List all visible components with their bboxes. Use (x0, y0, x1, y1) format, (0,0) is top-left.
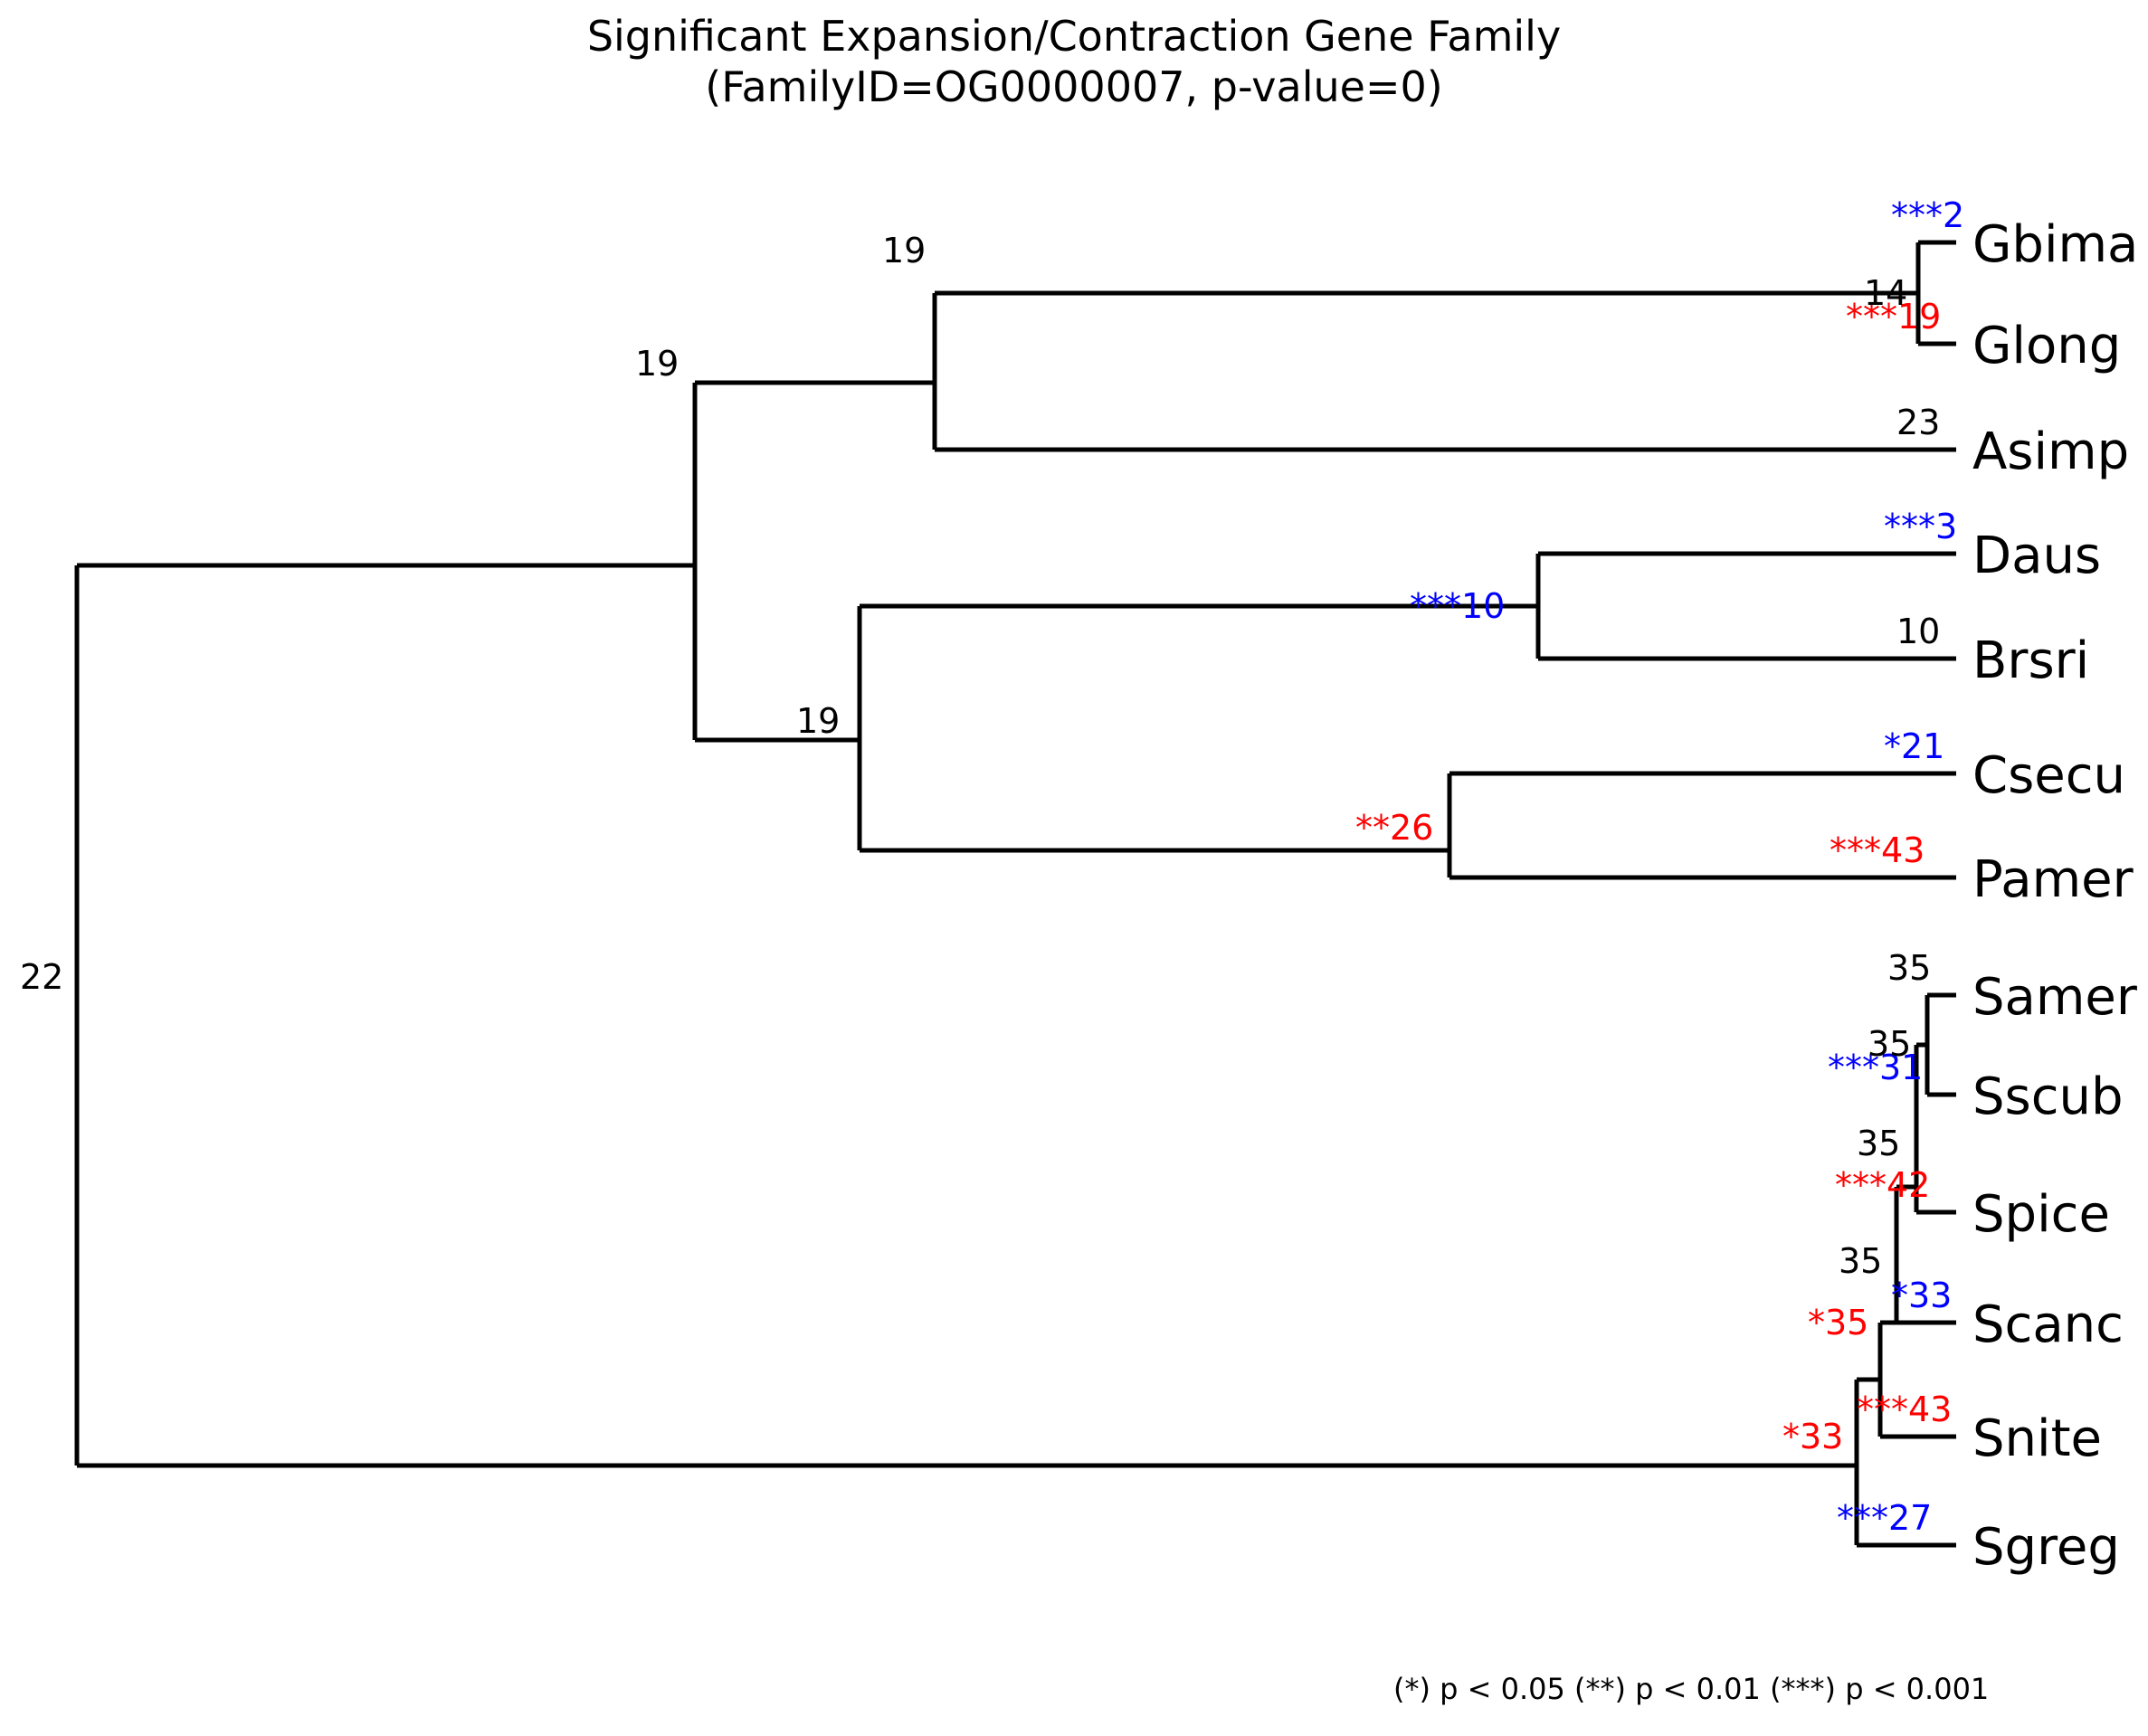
tip-label-brsri: Brsri (1972, 631, 2090, 690)
tip-label-pamer: Pamer (1972, 850, 2134, 909)
chart-title: Significant Expansion/Contraction Gene F… (586, 12, 1562, 112)
tip-count-samer: 35 (1887, 948, 1932, 988)
node-count-snite-sgreg: *33 (1782, 1417, 1844, 1456)
tip-count-spice: ***42 (1835, 1165, 1931, 1205)
tip-count-daus: ***3 (1884, 507, 1958, 546)
tip-count-csecu: *21 (1884, 726, 1945, 766)
tip-count-sgreg: ***27 (1837, 1498, 1933, 1538)
node-count-root: 22 (20, 957, 64, 997)
tip-label-csecu: Csecu (1972, 746, 2126, 805)
tip-label-gbima: Gbima (1972, 215, 2139, 274)
node-count-daus-brsri: ***10 (1410, 586, 1506, 626)
node-count-ssp-scanc: 35 (1839, 1241, 1883, 1281)
tip-label-snite: Snite (1972, 1409, 2103, 1468)
node-count-samer-sscub: 35 (1868, 1024, 1912, 1064)
tip-label-scanc: Scanc (1972, 1295, 2124, 1354)
tip-label-daus: Daus (1972, 526, 2102, 585)
significance-legend: (*) p < 0.05 (**) p < 0.01 (***) p < 0.0… (1393, 1672, 1990, 1706)
tip-label-sgreg: Sgreg (1972, 1518, 2120, 1577)
tip-label-samer: Samer (1972, 968, 2137, 1027)
tip-label-sscub: Sscub (1972, 1067, 2124, 1126)
node-count-ss-spice: 35 (1857, 1124, 1901, 1163)
tip-count-snite: ***43 (1857, 1390, 1953, 1429)
tip-count-glong: ***19 (1846, 297, 1942, 337)
tip-label-glong: Glong (1972, 317, 2122, 375)
tip-count-pamer: ***43 (1830, 830, 1925, 870)
tip-label-spice: Spice (1972, 1185, 2110, 1244)
tip-label-asimp: Asimp (1972, 422, 2130, 481)
tip-count-gbima: ***2 (1891, 195, 1965, 235)
node-count-gbima-glong: 14 (1864, 273, 1908, 313)
node-count-upper: 19 (635, 344, 680, 384)
tip-count-scanc: *33 (1891, 1276, 1953, 1315)
tip-count-asimp: 23 (1896, 403, 1941, 442)
node-count-gg-asimp: 19 (882, 231, 927, 270)
tip-count-brsri: 10 (1896, 612, 1941, 651)
node-count-csecu-pamer: **26 (1355, 808, 1434, 848)
node-count-mid: 19 (796, 701, 841, 741)
tip-count-sscub: ***31 (1828, 1048, 1924, 1087)
node-count-sss-snite: *35 (1808, 1303, 1869, 1342)
